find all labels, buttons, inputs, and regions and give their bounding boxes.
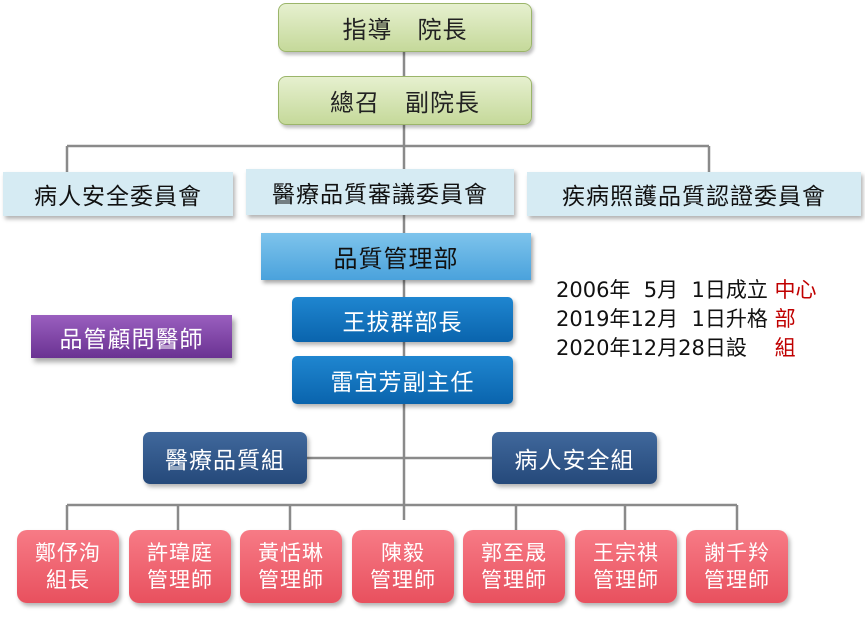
timeline: 2006年 5月 1日成立 中心 2019年12月 1日升格 部 2020年12…	[556, 276, 817, 363]
group-patient-safety: 病人安全組	[492, 432, 657, 484]
deputy-box: 雷宜芳副主任	[292, 356, 513, 404]
staff-box-6: 王宗祺管理師	[575, 530, 677, 603]
convener-box: 總召 副院長	[278, 76, 532, 125]
committee-patient-safety: 病人安全委員會	[3, 172, 233, 216]
timeline-row: 2006年 5月 1日成立 中心	[556, 278, 817, 302]
staff-box-2: 許瑋庭管理師	[129, 530, 231, 603]
staff-box-3: 黃恬琳管理師	[240, 530, 342, 603]
staff-box-4: 陳毅管理師	[352, 530, 454, 603]
group-medical-quality: 醫療品質組	[143, 432, 307, 484]
committee-care-certification: 疾病照護品質認證委員會	[527, 172, 861, 216]
staff-box-7: 謝千羚管理師	[686, 530, 788, 603]
staff-box-1: 鄭伃洵組長	[17, 530, 119, 603]
timeline-highlight: 部	[774, 307, 796, 331]
advisor-box: 指導 院長	[278, 3, 532, 52]
timeline-highlight: 組	[774, 336, 796, 360]
timeline-row: 2020年12月28日設 組	[556, 336, 796, 360]
consultant-box: 品管顧問醫師	[31, 315, 232, 358]
staff-box-5: 郭至晟管理師	[463, 530, 565, 603]
committee-quality-review: 醫療品質審議委員會	[246, 169, 514, 215]
timeline-highlight: 中心	[774, 278, 817, 302]
director-box: 王拔群部長	[292, 297, 513, 342]
department-box: 品質管理部	[261, 233, 531, 280]
timeline-row: 2019年12月 1日升格 部	[556, 307, 796, 331]
